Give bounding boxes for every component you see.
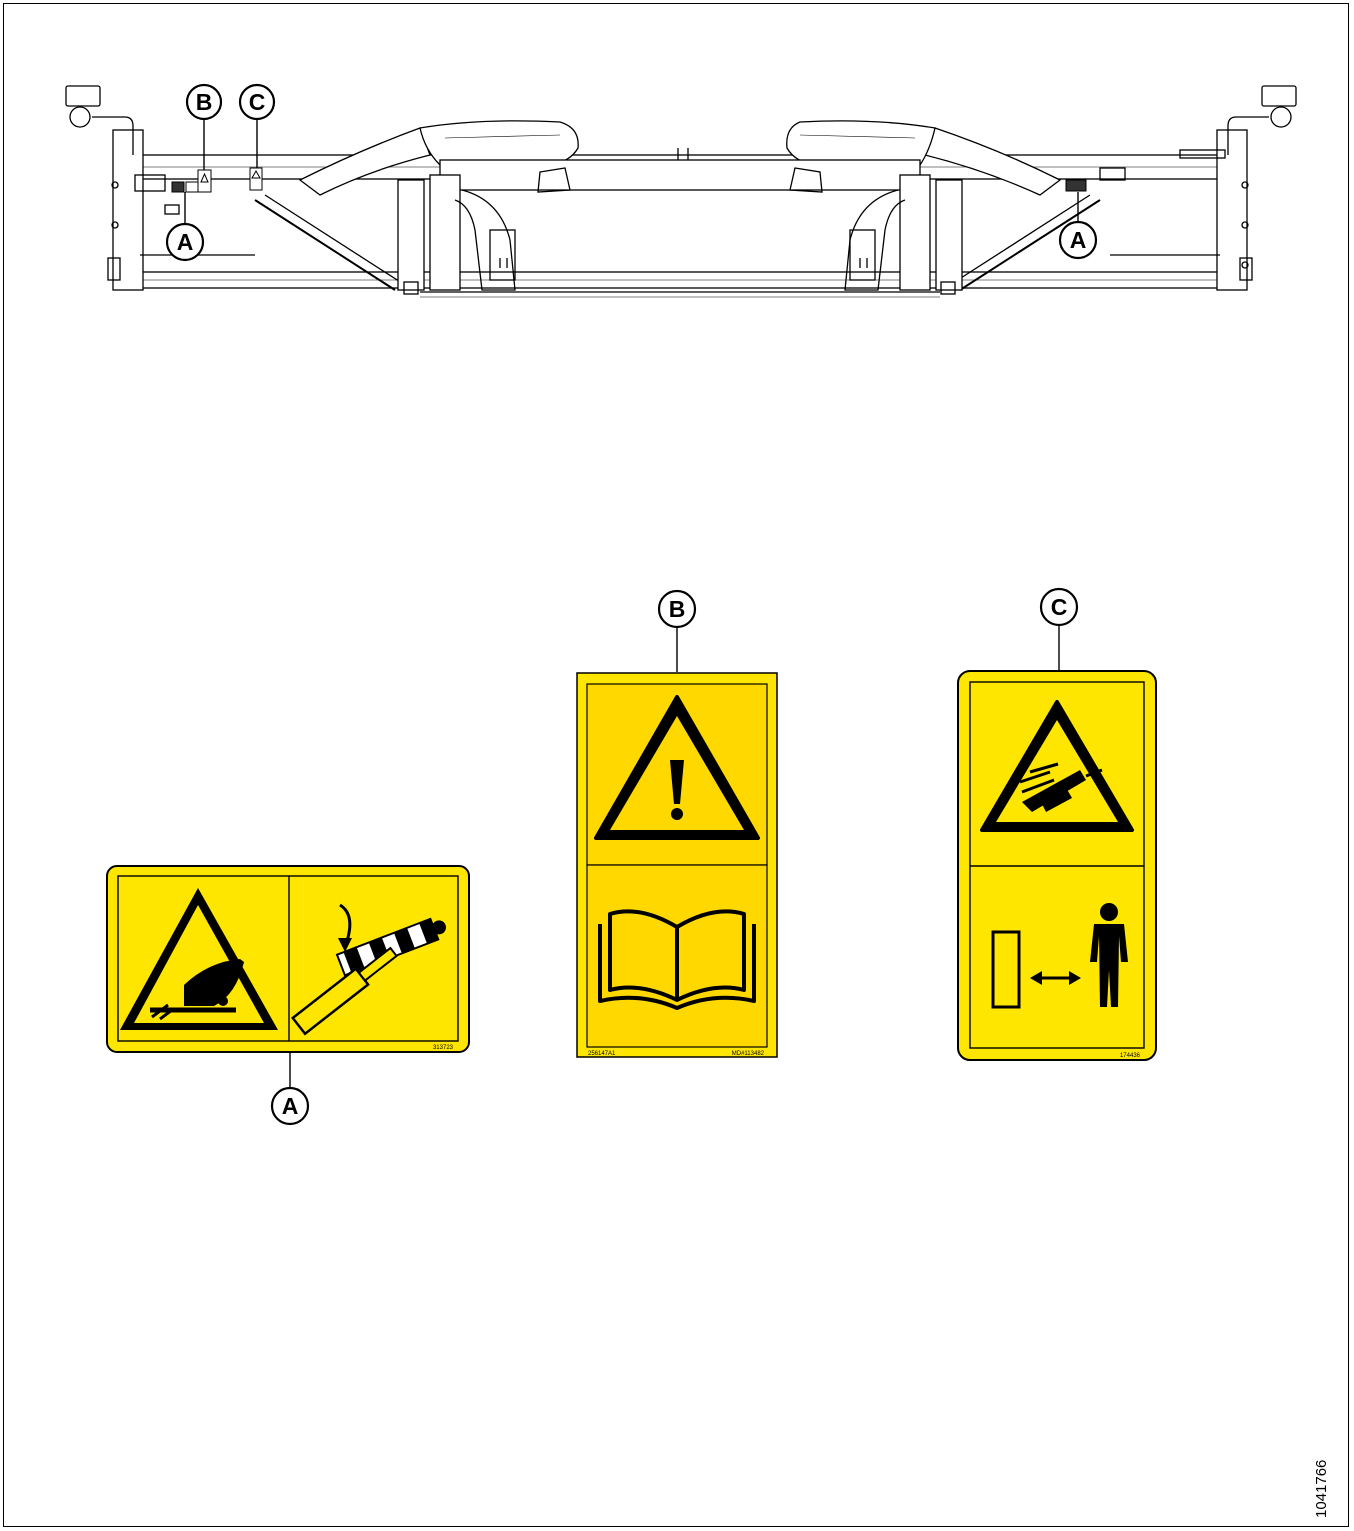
callout-b-decal: B [657,589,697,629]
decal-markers [171,167,1087,193]
decal-b: 256147A1 MD#113482 [576,672,778,1058]
svg-text:313723: 313723 [433,1045,454,1051]
svg-text:256147A1: 256147A1 [588,1051,616,1057]
callout-c-decal: C [1039,587,1079,627]
overview-leaders [184,119,1079,224]
svg-text:MD#113482: MD#113482 [732,1051,765,1057]
cylinder-lock-icon [290,903,446,1036]
svg-text:A: A [282,1093,299,1119]
figure-frame [3,3,1349,1527]
figure-id: 1041766 [1313,1459,1330,1518]
crush-hazard-icon [120,888,278,1030]
svg-text:174436: 174436 [1120,1053,1141,1059]
svg-text:A: A [177,229,194,255]
svg-text:C: C [249,89,266,115]
keep-distance-icon [991,903,1128,1009]
high-pressure-fluid-icon [980,700,1134,832]
callout-c-top: C [238,83,276,121]
svg-text:A: A [1070,227,1087,253]
general-warning-icon [594,695,760,840]
svg-text:B: B [196,89,213,115]
callout-b-top: B [185,83,223,121]
svg-text:B: B [669,596,686,622]
svg-text:C: C [1051,594,1068,620]
callout-a-left: A [165,222,205,262]
callout-a-decal: A [270,1086,310,1126]
operator-manual-icon [598,909,756,1010]
callout-a-right: A [1058,220,1098,260]
decal-c: 174436 [957,670,1157,1061]
decal-a: 313723 [106,865,470,1053]
header-frame-overview [65,85,1297,298]
